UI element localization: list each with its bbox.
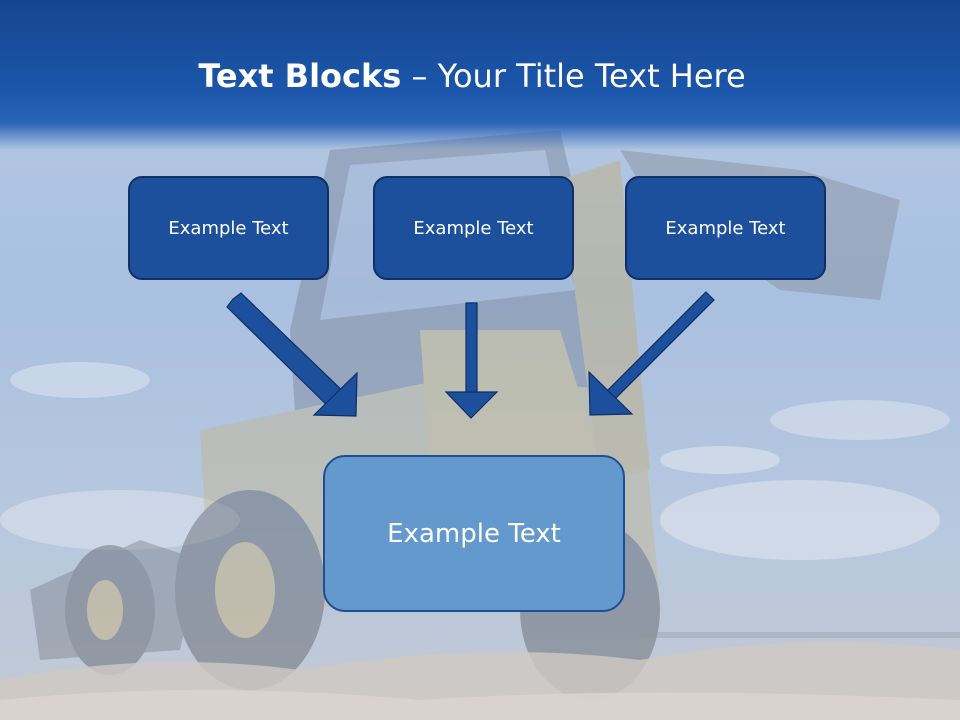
arrow-center-head-icon <box>444 391 499 419</box>
main-text-block[interactable]: Example Text <box>323 455 625 612</box>
text-block-1-label: Example Text <box>168 217 289 239</box>
arrow-right-icon <box>595 291 715 409</box>
title-rest: Your Title Text Here <box>437 57 746 95</box>
title-bold: Text Blocks <box>198 57 402 95</box>
text-block-1[interactable]: Example Text <box>128 176 329 280</box>
main-text-block-label: Example Text <box>387 518 561 549</box>
slide-title: Text Blocks – Your Title Text Here <box>0 54 944 98</box>
text-block-2-label: Example Text <box>413 217 534 239</box>
title-bar <box>0 0 960 150</box>
text-block-3[interactable]: Example Text <box>625 176 826 280</box>
arrow-right-head-icon <box>588 370 634 416</box>
arrow-center-icon <box>465 302 478 397</box>
text-block-2[interactable]: Example Text <box>373 176 574 280</box>
arrow-left-head-icon <box>312 371 358 417</box>
title-separator: – <box>401 57 438 95</box>
text-block-3-label: Example Text <box>665 217 786 239</box>
